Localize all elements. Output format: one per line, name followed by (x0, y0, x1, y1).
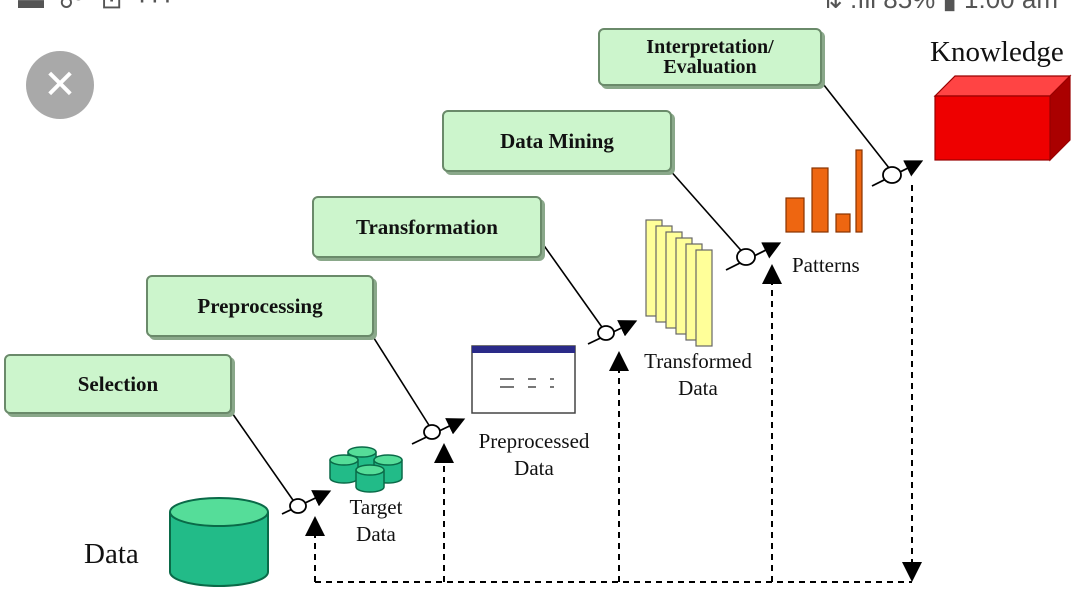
status-bar-right-indicators: ⇅ .ıll 85% ▮ 1:00 am (821, 0, 1058, 14)
status-bar-left-icons: ▬ ☍ ⊡ ··· (18, 0, 176, 14)
process-arrows (281, 160, 924, 515)
step-data-mining: Data Mining (442, 110, 672, 172)
transformed-data-pages-icon (645, 219, 713, 347)
step-selection: Selection (4, 354, 232, 414)
step-connectors (229, 79, 894, 504)
step-selection-label: Selection (77, 371, 159, 396)
close-button[interactable]: ✕ (26, 51, 94, 119)
stage-preprocessed-data-label: Preprocessed Data (478, 429, 590, 481)
step-transformation: Transformation (312, 196, 542, 258)
step-interpretation-label: Interpretation/ Evaluation (646, 36, 774, 78)
step-data-mining-label: Data Mining (500, 128, 614, 153)
stage-target-data-label: Target Data (349, 495, 403, 547)
step-transformation-label: Transformation (356, 214, 498, 239)
step-preprocessing-label: Preprocessing (197, 293, 323, 318)
stage-knowledge-label: Knowledge (930, 36, 1064, 68)
close-icon: ✕ (43, 62, 77, 108)
step-preprocessing: Preprocessing (146, 275, 374, 337)
step-interpretation-evaluation: Interpretation/ Evaluation (598, 28, 822, 86)
target-data-cylinders-icon (329, 446, 403, 493)
data-cylinder-icon (169, 497, 269, 587)
stage-data-label: Data (84, 538, 139, 570)
patterns-bars-icon (785, 149, 863, 233)
stage-patterns-label: Patterns (792, 253, 860, 277)
stage-transformed-data-label: Transformed Data (644, 349, 752, 401)
preprocessed-data-table-icon (471, 345, 576, 414)
status-bar: ▬ ☍ ⊡ ··· ⇅ .ıll 85% ▮ 1:00 am (0, 0, 1080, 14)
knowledge-cube-icon (933, 74, 1072, 162)
feedback-loop (305, 185, 922, 583)
